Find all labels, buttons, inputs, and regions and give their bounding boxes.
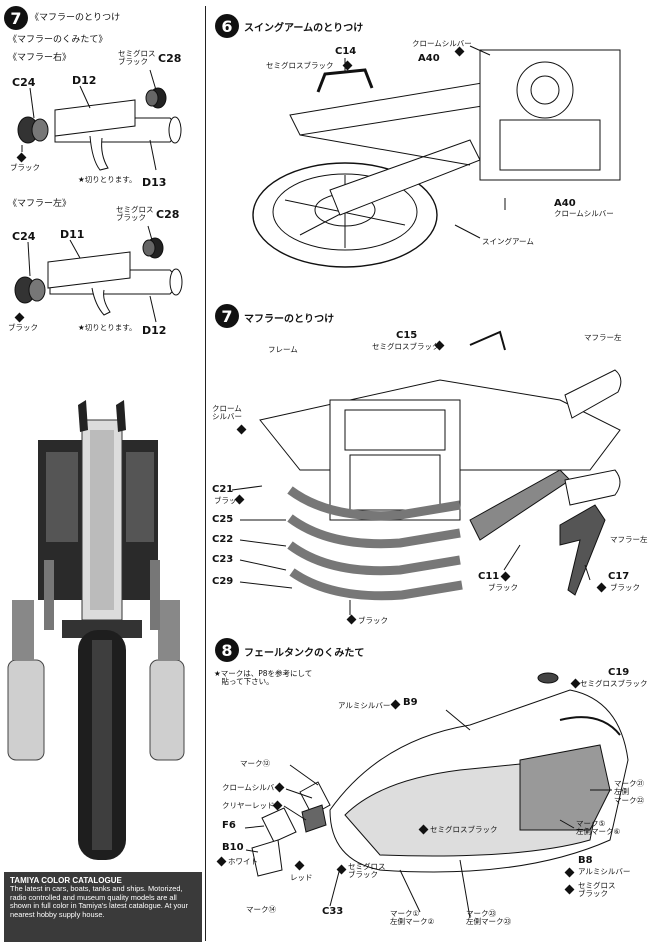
part-c24-right: C24 (12, 76, 36, 89)
step6-number: 6 (215, 14, 239, 38)
part-c19: C19 (608, 667, 630, 678)
mark1-label: マーク① 左側マーク② (390, 909, 435, 927)
clear-red-label: クリヤーレッド (222, 801, 275, 810)
part-c28-right: C28 (158, 52, 182, 65)
semigloss-black-b8: セミグロス ブラック (578, 881, 616, 899)
frame-label: フレーム (268, 345, 298, 354)
cut-note-left: ★切りとります。 (78, 323, 137, 332)
left-muffler-title: 《マフラー左》 (8, 199, 72, 209)
mark21-label: マーク㉑ 左側 マーク㉒ (614, 779, 644, 805)
semigloss-black-c15: セミグロスブラック (372, 342, 440, 351)
semigloss-label-right: セミグロス ブラック (118, 49, 156, 67)
white-label: ホワイト (228, 857, 258, 866)
swing-arm-label: スイングアーム (482, 237, 534, 246)
chrome-silver-a40-top: クロームシルバー (412, 39, 472, 48)
semigloss-black-mid: セミグロスブラック (430, 825, 498, 834)
part-d11-left: D11 (60, 228, 85, 241)
part-c28-left: C28 (156, 208, 180, 221)
black-label-left: ブラック (8, 323, 38, 332)
part-c33: C33 (322, 906, 344, 917)
part-c15: C15 (396, 330, 418, 341)
decal-note: ★マークは、P8を参考にして 貼って下さい。 (214, 669, 313, 687)
chrome-silver-frame: クローム シルバー (212, 404, 242, 422)
part-d12-right: D12 (72, 74, 97, 87)
part-a40-bottom: A40 (554, 198, 576, 209)
red-label: レッド (290, 873, 313, 882)
part-a40-top: A40 (418, 53, 440, 64)
muffler-attach-diagram (231, 330, 622, 615)
column-divider (205, 6, 206, 941)
step7-number: 7 (215, 304, 239, 328)
step6-title: スイングアームのとりつけ (244, 23, 364, 34)
muffler-left-mid-label: マフラー左 (610, 535, 648, 544)
aluminum-silver-b9: アルミシルバー (338, 701, 391, 710)
mark23-label: マーク㉓ 左側マーク㉓ (466, 909, 511, 927)
right-muffler-title: 《マフラー右》 (8, 53, 72, 63)
motorcycle-rear-photo (4, 390, 202, 870)
mark5-label: マーク⑤ 左側マーク⑥ (576, 819, 621, 837)
part-c11: C11 (478, 571, 500, 582)
part-b8: B8 (578, 855, 593, 866)
swing-arm-diagram (252, 45, 621, 268)
chrome-silver-small: クロームシルバー (222, 783, 282, 792)
black-label-right: ブラック (10, 163, 40, 172)
catalogue-body: The latest in cars, boats, tanks and shi… (10, 884, 188, 919)
semigloss-black-c19: セミグロスブラック (580, 679, 648, 688)
semigloss-label-left: セミグロス ブラック (116, 205, 154, 223)
part-c23: C23 (212, 554, 234, 565)
aluminum-silver-b8: アルミシルバー (578, 867, 631, 876)
part-b9: B9 (403, 697, 418, 708)
black-c21: ブラック (214, 496, 244, 505)
cut-note-right: ★切りとります。 (78, 175, 137, 184)
part-c14: C14 (335, 46, 357, 57)
part-c17: C17 (608, 571, 630, 582)
black-c17: ブラック (610, 583, 640, 592)
mark12-label: マーク⑫ (240, 759, 270, 768)
part-c25: C25 (212, 514, 234, 525)
step7-title: マフラーのとりつけ (244, 314, 335, 325)
right-muffler-diagram (14, 69, 183, 323)
part-b10: B10 (222, 842, 244, 853)
catalogue-box: TAMIYA COLOR CATALOGUE The latest in car… (4, 872, 202, 942)
part-f6: F6 (222, 820, 236, 831)
part-c22: C22 (212, 534, 234, 545)
chrome-silver-a40-bottom: クロームシルバー (554, 209, 614, 218)
step7-left-number: 7 (4, 6, 28, 30)
catalogue-title: TAMIYA COLOR CATALOGUE (10, 876, 122, 885)
black-bottom-label: ブラック (358, 616, 388, 625)
part-c29: C29 (212, 576, 234, 587)
mark14-label: マーク⑭ (246, 905, 276, 914)
step8-number: 8 (215, 638, 239, 662)
black-c11: ブラック (488, 583, 518, 592)
semigloss-black-c14: セミグロスブラック (266, 61, 334, 70)
muffler-left-top-label: マフラー左 (584, 333, 622, 342)
semigloss-black-small: セミグロス ブラック (348, 862, 386, 880)
part-c24-left: C24 (12, 230, 36, 243)
left-step-title: 《マフラーのとりつけ (30, 13, 121, 23)
step8-title: フェールタンクのくみたて (244, 648, 365, 659)
part-d12-left: D12 (142, 324, 167, 337)
muffler-assembly-title: 《マフラーのくみたて》 (8, 35, 108, 45)
part-d13-right: D13 (142, 176, 167, 189)
part-c21: C21 (212, 484, 234, 495)
